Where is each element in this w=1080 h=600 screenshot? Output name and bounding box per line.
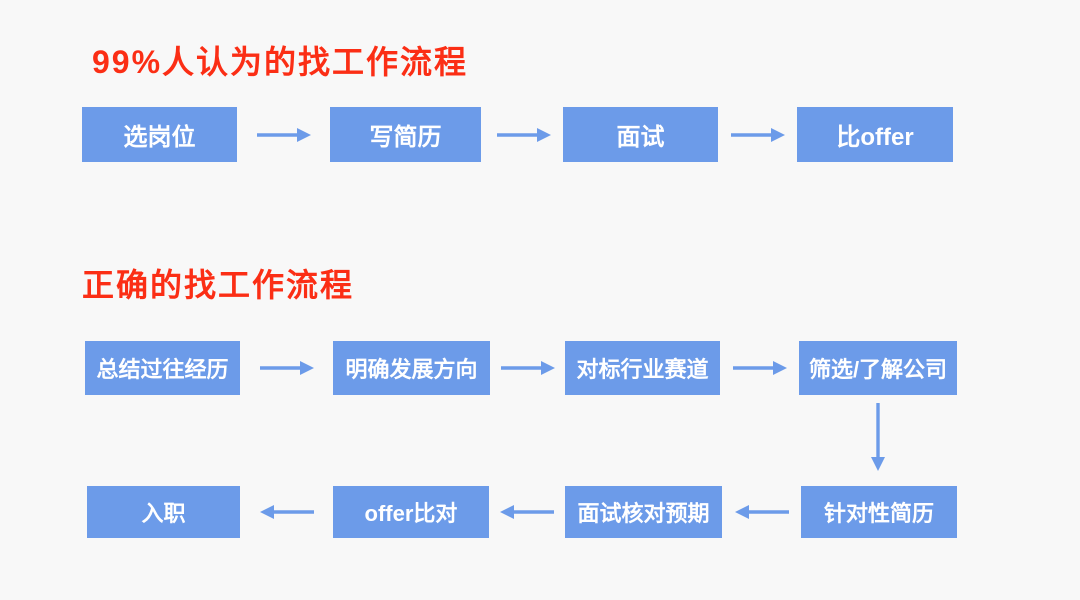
flow-step-targeted-resume: 针对性简历 (801, 486, 957, 538)
correct-flow-title: 正确的找工作流程 (82, 267, 355, 303)
arrow-down-icon (871, 403, 885, 471)
arrow-right-icon (497, 128, 551, 142)
flow-step-label: 对标行业赛道 (576, 357, 709, 382)
flow-step-label: 比offer (836, 124, 914, 151)
flow-step-summarize-experience: 总结过往经历 (85, 341, 240, 395)
flow-step-label: offer比对 (364, 501, 458, 526)
flow-step-label: 明确发展方向 (345, 357, 478, 382)
arrow-left-icon (500, 505, 554, 519)
flow-step-label: 筛选/了解公司 (808, 357, 948, 382)
flow-step-write-resume: 写简历 (330, 107, 481, 162)
arrow-right-icon (731, 128, 785, 142)
arrow-right-icon (257, 128, 311, 142)
flow-step-interview-verify: 面试核对预期 (565, 486, 722, 538)
naive-flow-title: 99%人认为的找工作流程 (92, 44, 469, 80)
flow-step-onboard: 入职 (87, 486, 240, 538)
flow-step-label: 入职 (141, 501, 186, 526)
arrow-left-icon (735, 505, 789, 519)
flow-step-label: 面试核对预期 (577, 501, 710, 526)
flow-step-select-job: 选岗位 (82, 107, 237, 162)
arrow-right-icon (501, 361, 555, 375)
flow-step-label: 总结过往经历 (96, 357, 229, 382)
flow-step-interview: 面试 (563, 107, 718, 162)
flow-step-label: 针对性简历 (823, 501, 934, 526)
flow-step-label: 写简历 (369, 124, 442, 151)
arrow-left-icon (260, 505, 314, 519)
flow-step-label: 面试 (616, 124, 665, 151)
flow-step-label: 选岗位 (123, 124, 196, 151)
arrow-right-icon (733, 361, 787, 375)
flow-step-screen-companies: 筛选/了解公司 (799, 341, 957, 395)
flow-step-offer-compare: offer比对 (333, 486, 489, 538)
flow-step-benchmark-industry: 对标行业赛道 (565, 341, 720, 395)
flow-step-compare-offer: 比offer (797, 107, 953, 162)
arrow-right-icon (260, 361, 314, 375)
flow-step-clarify-direction: 明确发展方向 (333, 341, 490, 395)
